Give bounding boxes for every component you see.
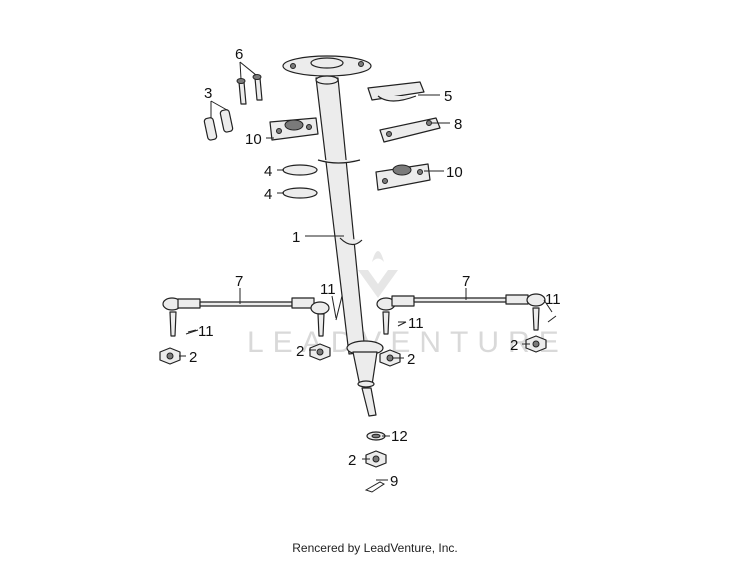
- callout-8: 8: [454, 116, 462, 133]
- callout-2: 2: [296, 343, 304, 360]
- footer-credit: Rencered by LeadVenture, Inc.: [292, 541, 458, 555]
- part-8-plate: [379, 117, 441, 143]
- callout-2: 2: [407, 351, 415, 368]
- callout-7: 7: [462, 273, 470, 290]
- callout-10: 10: [245, 131, 262, 148]
- part-2-nuts: [159, 335, 547, 468]
- part-4-snap-rings: [282, 164, 318, 199]
- part-3-pins: [203, 109, 234, 141]
- part-7-tie-rod-left: [162, 297, 330, 337]
- callout-6: 6: [235, 46, 243, 63]
- part-7-tie-rod-right: [376, 293, 546, 335]
- leader-lines: [179, 61, 553, 481]
- part-12-washer: [366, 431, 386, 441]
- callout-2: 2: [189, 349, 197, 366]
- callout-10: 10: [446, 164, 463, 181]
- callout-9: 9: [390, 473, 398, 490]
- watermark-text: LEADVENTURE: [247, 326, 568, 359]
- callout-11: 11: [320, 281, 336, 298]
- part-11-cotter-pins: [185, 295, 557, 335]
- part-5-bracket: [367, 81, 425, 102]
- part-10-clamp-left: [269, 117, 319, 141]
- watermark: LEADVENTURE: [247, 251, 568, 359]
- callout-2: 2: [510, 337, 518, 354]
- callout-1: 1: [292, 229, 300, 246]
- callout-5: 5: [444, 88, 452, 105]
- callout-7: 7: [235, 273, 243, 290]
- callout-11: 11: [408, 315, 424, 332]
- part-10-clamp-right: [375, 163, 431, 191]
- callout-labels: 1 2 2 2 2 2 3 4 4 5 6 7 7 8 9 10 10 11 1…: [189, 46, 561, 490]
- callout-4: 4: [264, 186, 272, 203]
- callout-11: 11: [198, 323, 214, 340]
- callout-11: 11: [545, 291, 561, 308]
- watermark-logo-icon: [358, 270, 398, 298]
- callout-12: 12: [391, 428, 408, 445]
- part-6-bolts: [236, 74, 263, 105]
- callout-4: 4: [264, 163, 272, 180]
- part-1-steering-column: [282, 55, 384, 417]
- callout-2: 2: [348, 452, 356, 469]
- callout-3: 3: [204, 85, 212, 102]
- part-9-cotter-pin: [364, 481, 385, 493]
